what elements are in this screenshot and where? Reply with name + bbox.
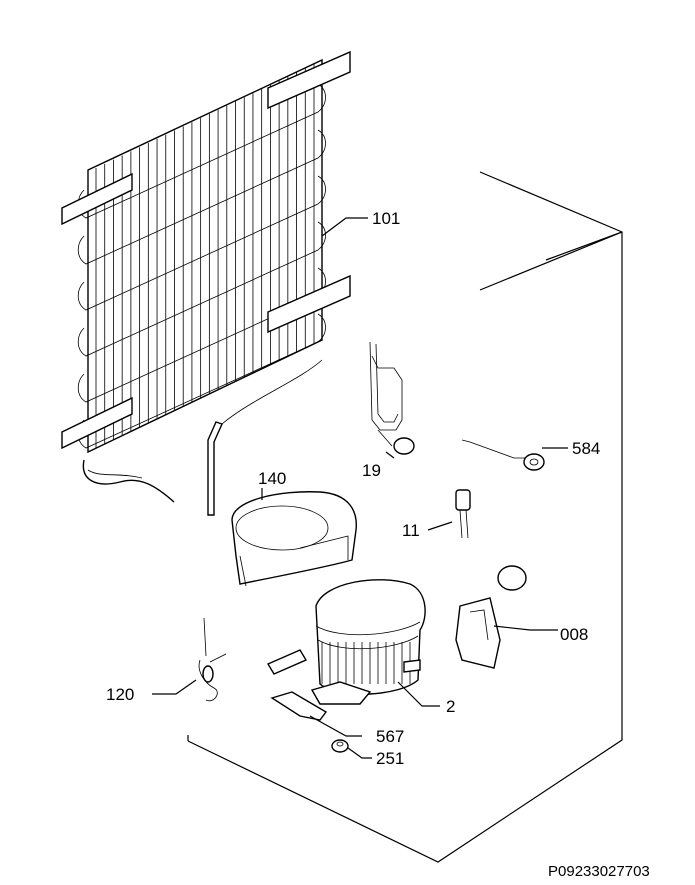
filter-drier	[198, 617, 227, 702]
drip-tray	[231, 491, 357, 587]
callout-labels: 101 140 19 584 11 008 120 2 567 251	[106, 209, 600, 768]
condenser	[61, 50, 351, 516]
cabinet-outline	[187, 171, 623, 863]
callout-251: 251	[376, 749, 404, 768]
relay	[455, 489, 471, 539]
callout-140: 140	[258, 469, 286, 488]
mounting-plate	[270, 691, 328, 721]
leader-lines	[152, 217, 568, 759]
callout-584: 584	[572, 439, 600, 458]
callout-19: 19	[362, 461, 381, 480]
callout-101: 101	[372, 209, 400, 228]
callout-11: 11	[402, 521, 420, 540]
temperature-probe	[461, 439, 545, 471]
callout-008: 008	[560, 625, 588, 644]
starter-relay	[455, 565, 527, 669]
reference-code: P09233027703	[548, 863, 650, 880]
callout-120: 120	[106, 685, 134, 704]
callout-567: 567	[376, 727, 404, 746]
compressor	[266, 579, 426, 705]
heater-element	[369, 341, 415, 455]
grommet	[331, 739, 349, 753]
callout-2: 2	[446, 697, 455, 716]
